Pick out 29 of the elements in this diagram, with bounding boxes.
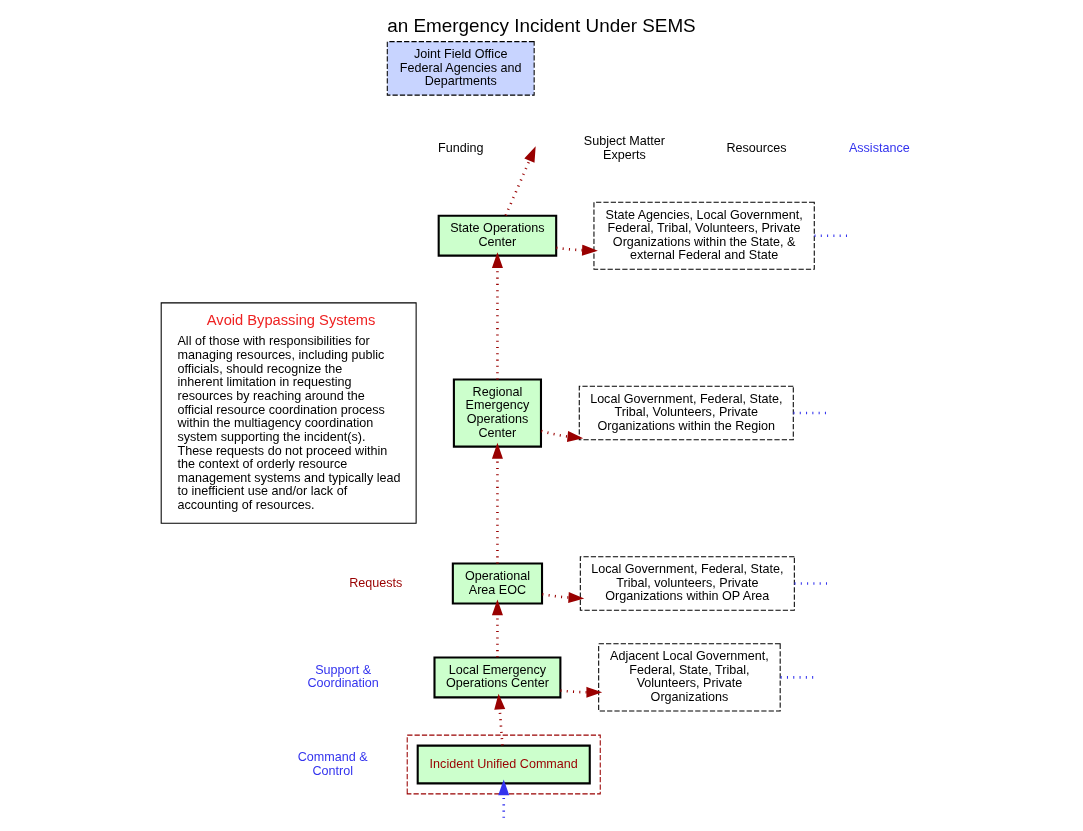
arrow [498,779,510,818]
node-box: Joint Field Office Federal Agencies and Departments [386,41,535,96]
node-box: State Agencies, Local Government, Federal, Tribal, Volunteers, Private Organizations within the State, & external Federal and State [593,201,815,270]
arrow [491,442,503,564]
node-box: Local Government, Federal, State, Tribal, Volunteers, Private Organizations within the Region [578,385,794,441]
node-box: Regional Emergency Operations Center [452,378,543,448]
label: Funding [437,140,484,155]
label: Resources [726,140,787,155]
arrow [491,252,503,380]
node-box: Operational Area EOC [451,562,544,605]
node-box: Local Emergency Operations Center [433,656,562,699]
node-box: Local Government, Federal, State, Tribal, volunteers, Private Organizations within OP Area [579,556,795,611]
arrow [491,599,503,658]
diagram-title: an Emergency Incident Under SEMS [387,14,696,36]
arrow [542,592,585,604]
label: Command & Control [297,749,368,778]
label: Assistance [848,140,910,155]
node-box: Incident Unified Command [416,744,591,785]
node-box: Avoid Bypassing Systems All of those with responsibilities for managing resources, including public officials, should recognize the inherent limitation in requesting resources by reaching around the official resource coordination process within the multiagency coordination system supporting the incident(s). These requests do not proceed within the context of orderly resource management systems and typically lead to inefficient use and/or lack of accounting of resources. [160,302,417,524]
label: Requests [349,575,403,590]
arrow [541,429,584,443]
node-box: Adjacent Local Government, Federal, State, Tribal, Volunteers, Private Organizations [598,643,781,712]
arrow [560,686,603,698]
label: Support & Coordination [307,662,379,691]
arrow [494,693,506,746]
arrow [504,146,536,216]
arrow [556,244,598,256]
label: Subject Matter Experts [583,134,665,162]
node-box: State Operations Center [437,214,558,257]
